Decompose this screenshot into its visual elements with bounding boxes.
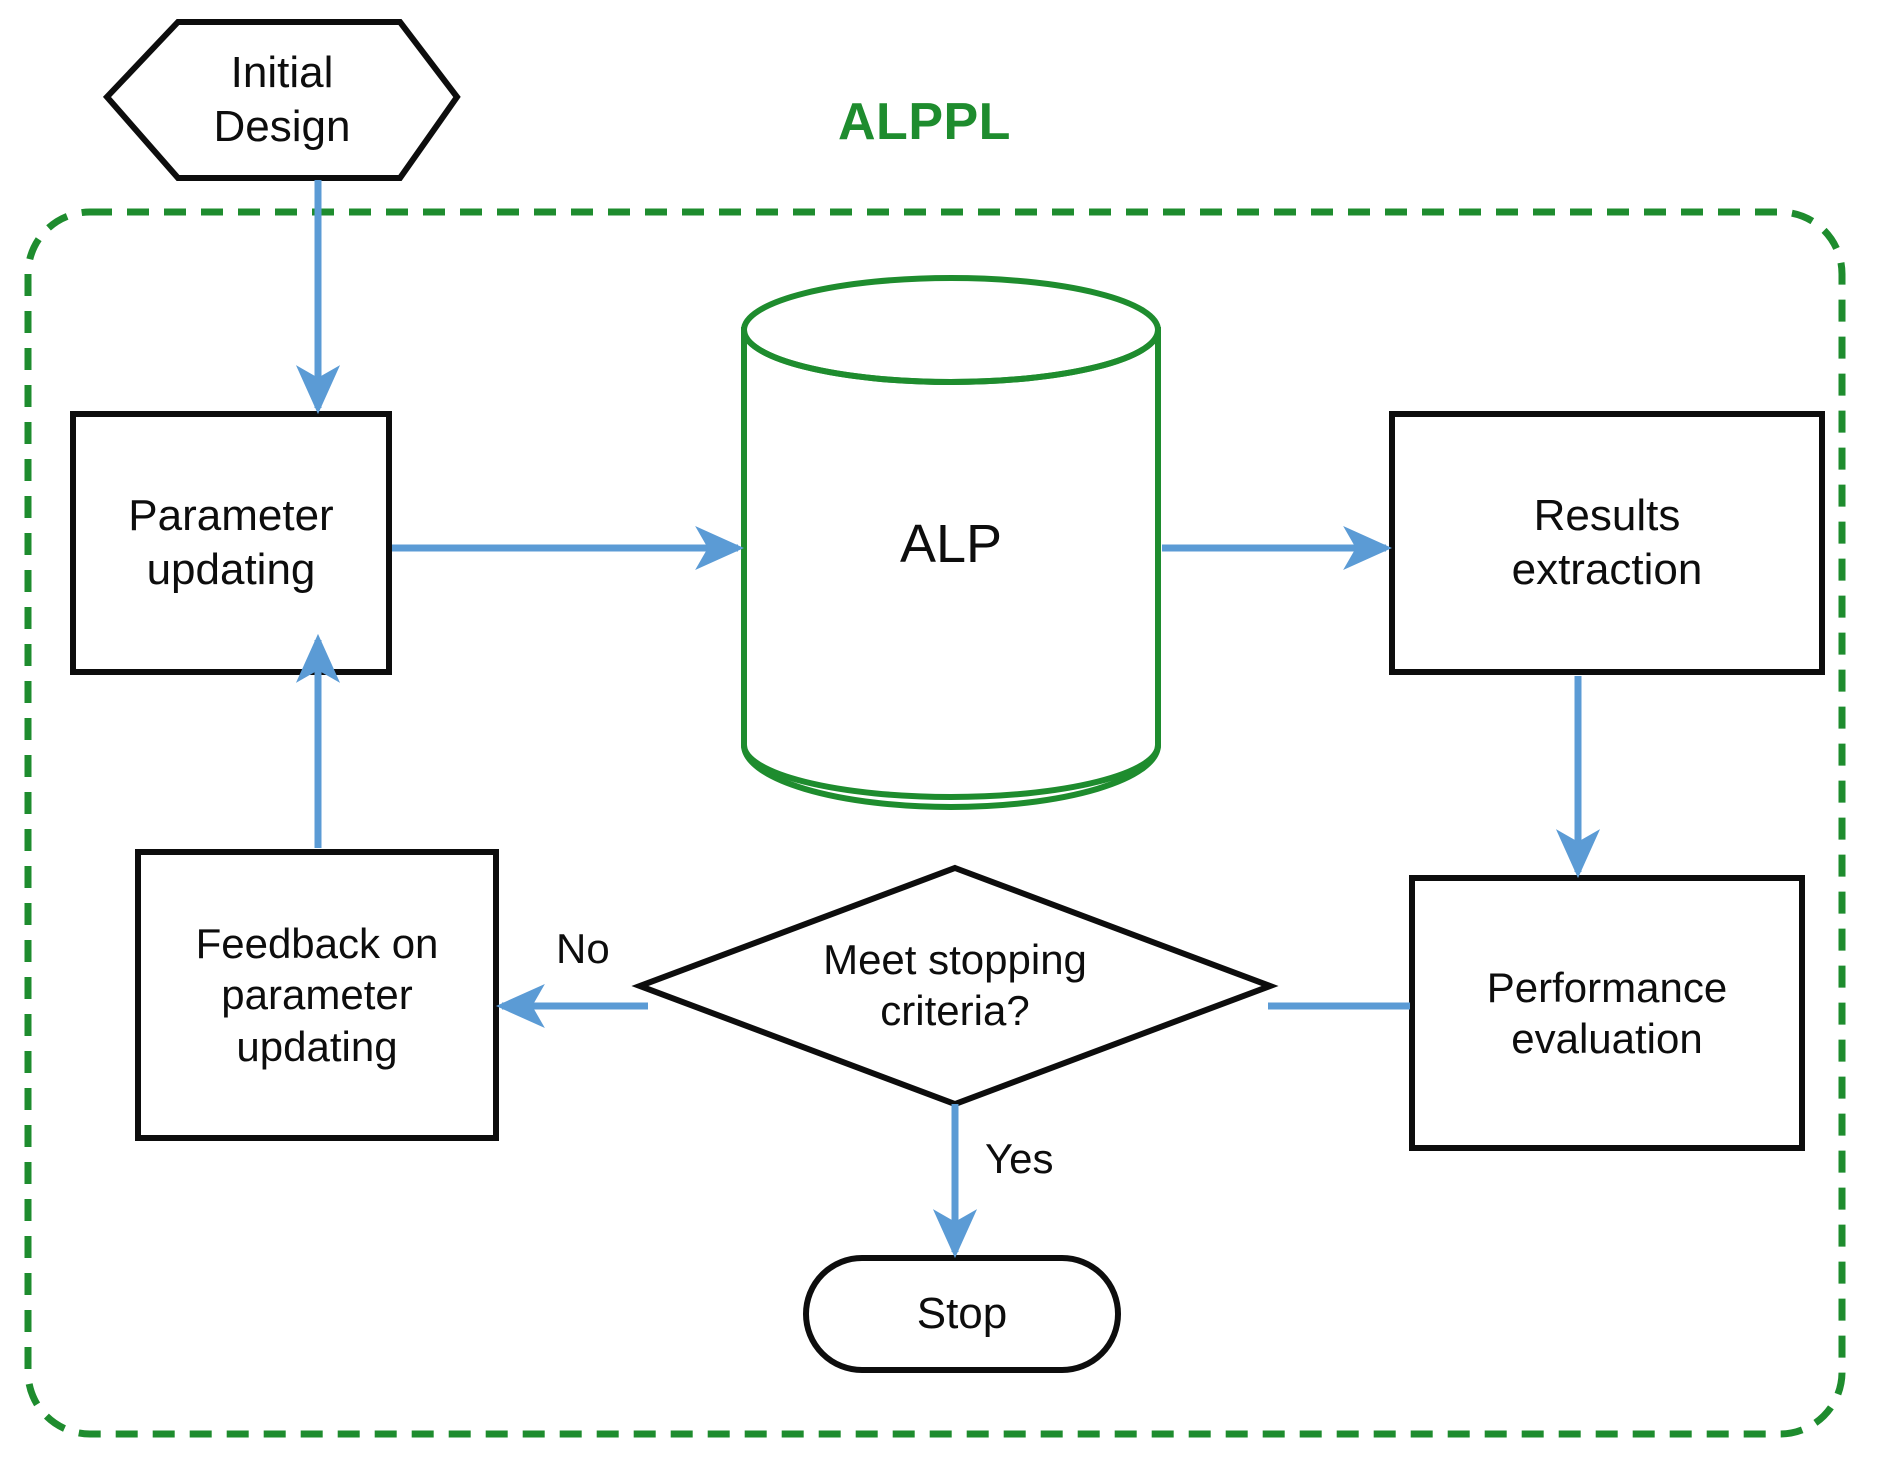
alppl-group-title: ALPPL bbox=[838, 93, 1011, 151]
edge-label-yes: Yes bbox=[985, 1135, 1054, 1182]
results-extraction-shape bbox=[1389, 411, 1825, 675]
feedback-shape bbox=[135, 849, 499, 1141]
alp-cylinder-shape bbox=[741, 275, 1161, 810]
performance-evaluation-shape bbox=[1409, 875, 1805, 1151]
initial-design-shape bbox=[102, 19, 461, 181]
decision-shape bbox=[631, 864, 1279, 1108]
edge-label-no: No bbox=[556, 925, 610, 972]
stop-shape bbox=[803, 1255, 1121, 1373]
parameter-updating-shape bbox=[70, 411, 392, 675]
alppl-boundary bbox=[24, 208, 1846, 1438]
